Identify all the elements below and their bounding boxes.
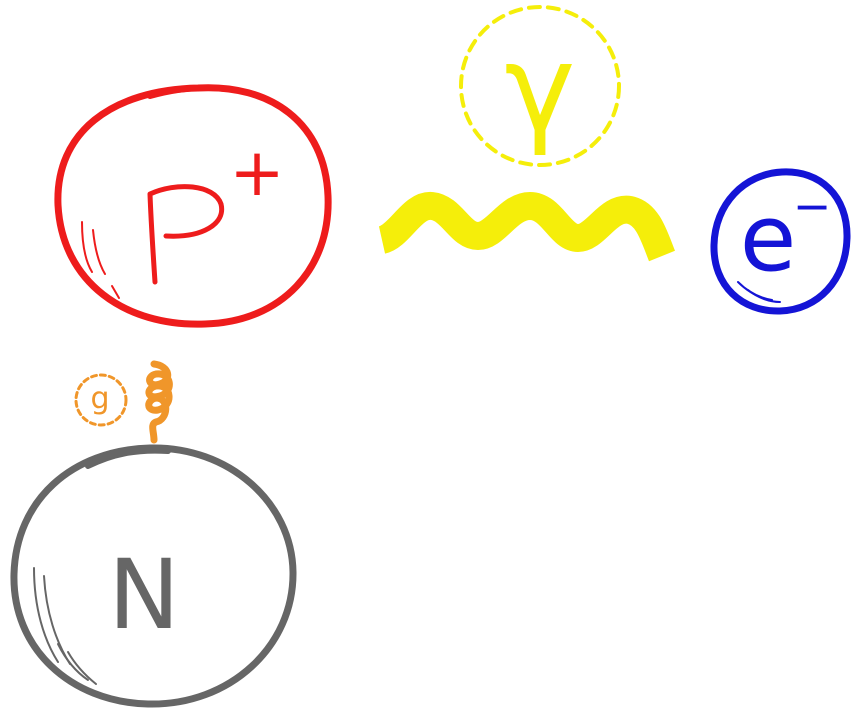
electron-symbol: e: [740, 185, 797, 292]
gluon-symbol: g: [90, 381, 109, 416]
gluon: g: [76, 364, 169, 440]
proton-shading-marks: [82, 222, 119, 298]
proton-circle: [58, 88, 328, 324]
gluon-spring: [149, 364, 170, 440]
neutron-symbol: N: [108, 539, 180, 651]
electron-charge: −: [793, 179, 832, 233]
neutron-shading-marks: [34, 568, 96, 684]
electron: e −: [714, 172, 847, 311]
proton-symbol-glyph: [150, 187, 222, 282]
photon-wave: [382, 206, 662, 256]
proton: P +: [58, 88, 328, 324]
proton-charge: +: [229, 134, 284, 211]
photon-symbol: γ: [504, 20, 575, 159]
neutron: N: [14, 448, 293, 704]
photon: γ: [382, 7, 662, 256]
